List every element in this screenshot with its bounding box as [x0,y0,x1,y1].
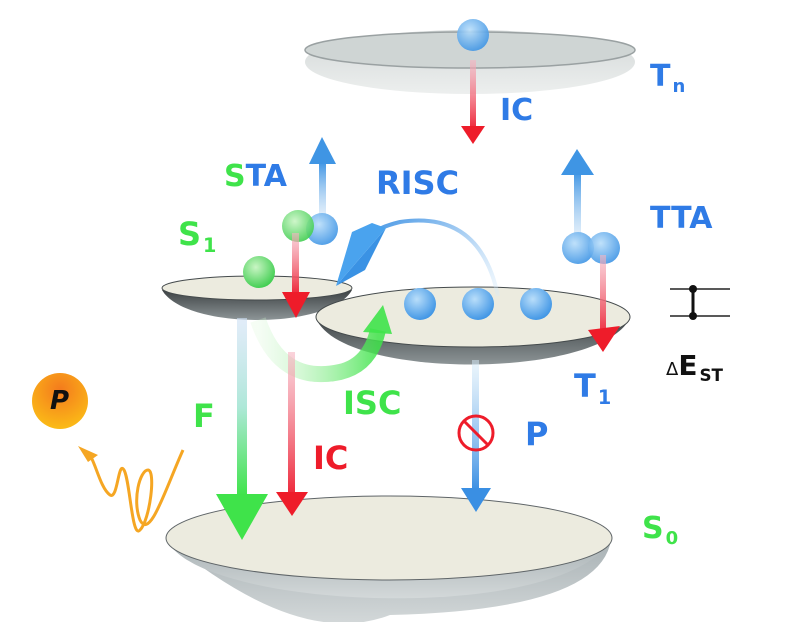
delta-est-symbol [670,285,730,320]
risc-label: RISC [376,164,460,202]
t1-label-sub: 1 [597,385,612,409]
s0-label-sub: 0 [665,528,679,550]
sta-label-s: S [224,159,246,194]
ic-bottom-label: IC [313,439,349,477]
tta-exciton-1 [562,232,594,264]
s1-label-base: S [178,215,202,253]
t1-exciton-3 [520,288,552,320]
tn-label-base: T [650,59,671,94]
photon-label: P [50,386,70,416]
s1-label-sub: 1 [203,233,217,257]
sta-arrow-up [309,137,336,222]
s1-exciton [243,256,275,288]
ic-top-arrow [461,60,485,144]
sta-triplet-exciton [306,213,338,245]
sta-ic-arrow [282,233,310,318]
sta-label-ta: TA [245,159,287,194]
tta-arrow-up [561,149,594,244]
tta-ic-arrow [588,255,620,352]
photon-ball [32,373,88,429]
ic-top-label: IC [500,93,534,128]
tta-label: TTA [650,201,713,236]
risc-arrow [336,218,500,297]
photon-wave [78,446,185,533]
phosphorescence-arrow [461,360,491,512]
ic-bottom-arrow [276,352,308,516]
s0-label-base: S [642,511,664,546]
e-symbol: E [678,349,698,382]
fluorescence-arrow [216,318,268,540]
t1-exciton-2 [462,288,494,320]
sta-label: STA [224,162,287,192]
isc-label: ISC [343,384,402,422]
isc-arrow [250,305,392,383]
s0-level [165,495,613,622]
st-subscript: ST [699,364,724,385]
t1-label-base: T [574,367,596,405]
t1-exciton-1 [404,288,436,320]
tta-exciton-2 [588,232,620,264]
f-label: F [193,397,215,435]
delta-symbol: Δ [666,359,679,380]
p-label: P [525,415,549,453]
tn-exciton [457,19,489,51]
forbidden-icon [457,414,495,452]
sta-singlet-exciton [282,210,314,242]
tn-label-sub: n [672,76,686,98]
